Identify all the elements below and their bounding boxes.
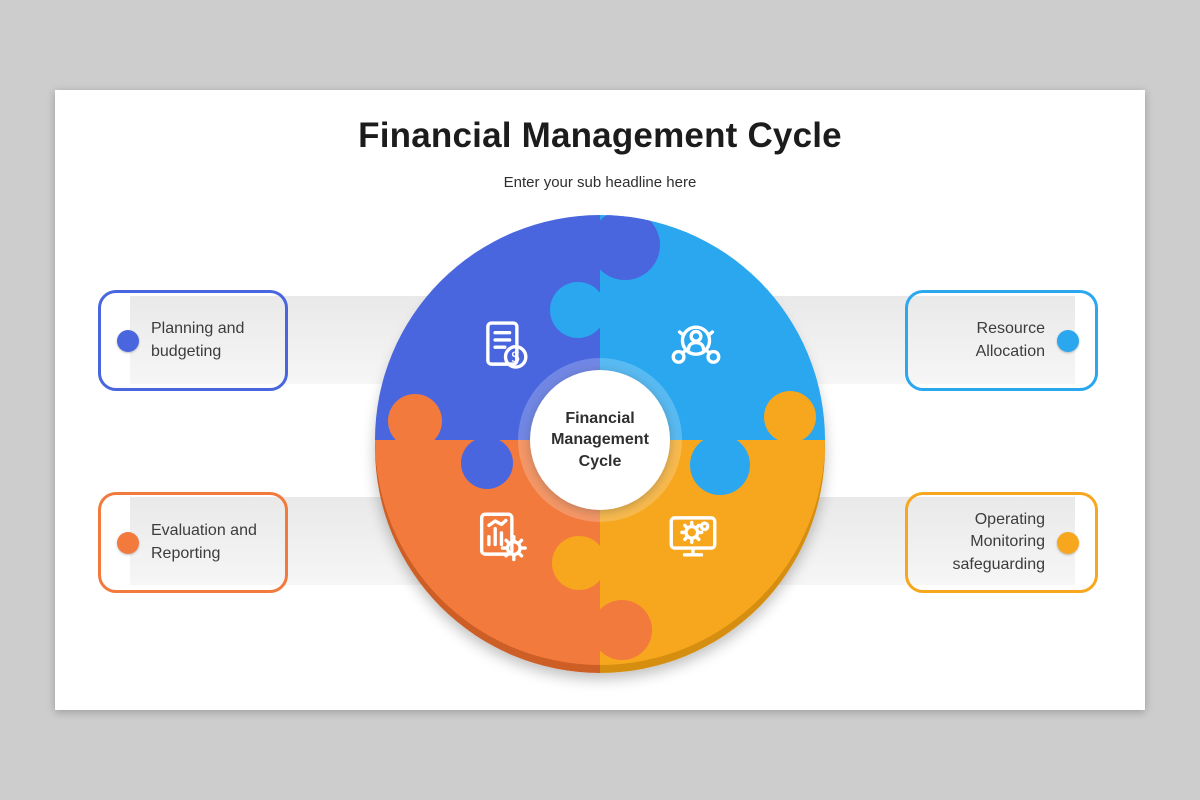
callout-label: Planning and budgeting <box>151 320 245 360</box>
svg-text:$: $ <box>511 347 521 366</box>
cycle-wheel: $ <box>375 215 825 665</box>
callout-resource: Resource Allocation <box>905 290 1098 391</box>
wave-tab <box>590 215 660 280</box>
callout-planning: Planning and budgeting <box>98 290 288 391</box>
wave-tab <box>388 394 442 448</box>
bullet-dot-lightblue <box>1057 329 1079 352</box>
evaluation-reporting-icon <box>472 507 530 565</box>
bullet-dot-blue <box>117 329 139 352</box>
wave-tab <box>690 435 750 495</box>
slide-subtitle: Enter your sub headline here <box>503 174 697 191</box>
slide-canvas: Financial Management Cycle Enter your su… <box>55 90 1145 710</box>
cycle-center-hub: Financial Management Cycle <box>530 370 670 510</box>
resource-allocation-icon <box>667 317 725 375</box>
callout-label: Resource Allocation <box>975 320 1045 360</box>
page-title: Financial Management Cycle <box>358 116 842 155</box>
planning-budgeting-icon: $ <box>477 317 535 375</box>
wave-tab <box>552 536 606 590</box>
callout-evaluation: Evaluation and Reporting <box>98 492 288 593</box>
operating-monitoring-icon <box>664 507 722 565</box>
cycle-center-label: Financial Management Cycle <box>551 409 649 470</box>
callout-operating: Operating Monitoring safeguarding <box>905 492 1098 593</box>
wave-tab <box>592 600 652 660</box>
wave-tab <box>764 391 816 443</box>
callout-label: Operating Monitoring safeguarding <box>952 510 1045 573</box>
wave-tab <box>461 437 513 489</box>
bullet-dot-amber <box>1057 531 1079 554</box>
wave-tab <box>550 282 606 338</box>
bullet-dot-orange <box>117 531 139 554</box>
callout-label: Evaluation and Reporting <box>151 522 257 562</box>
